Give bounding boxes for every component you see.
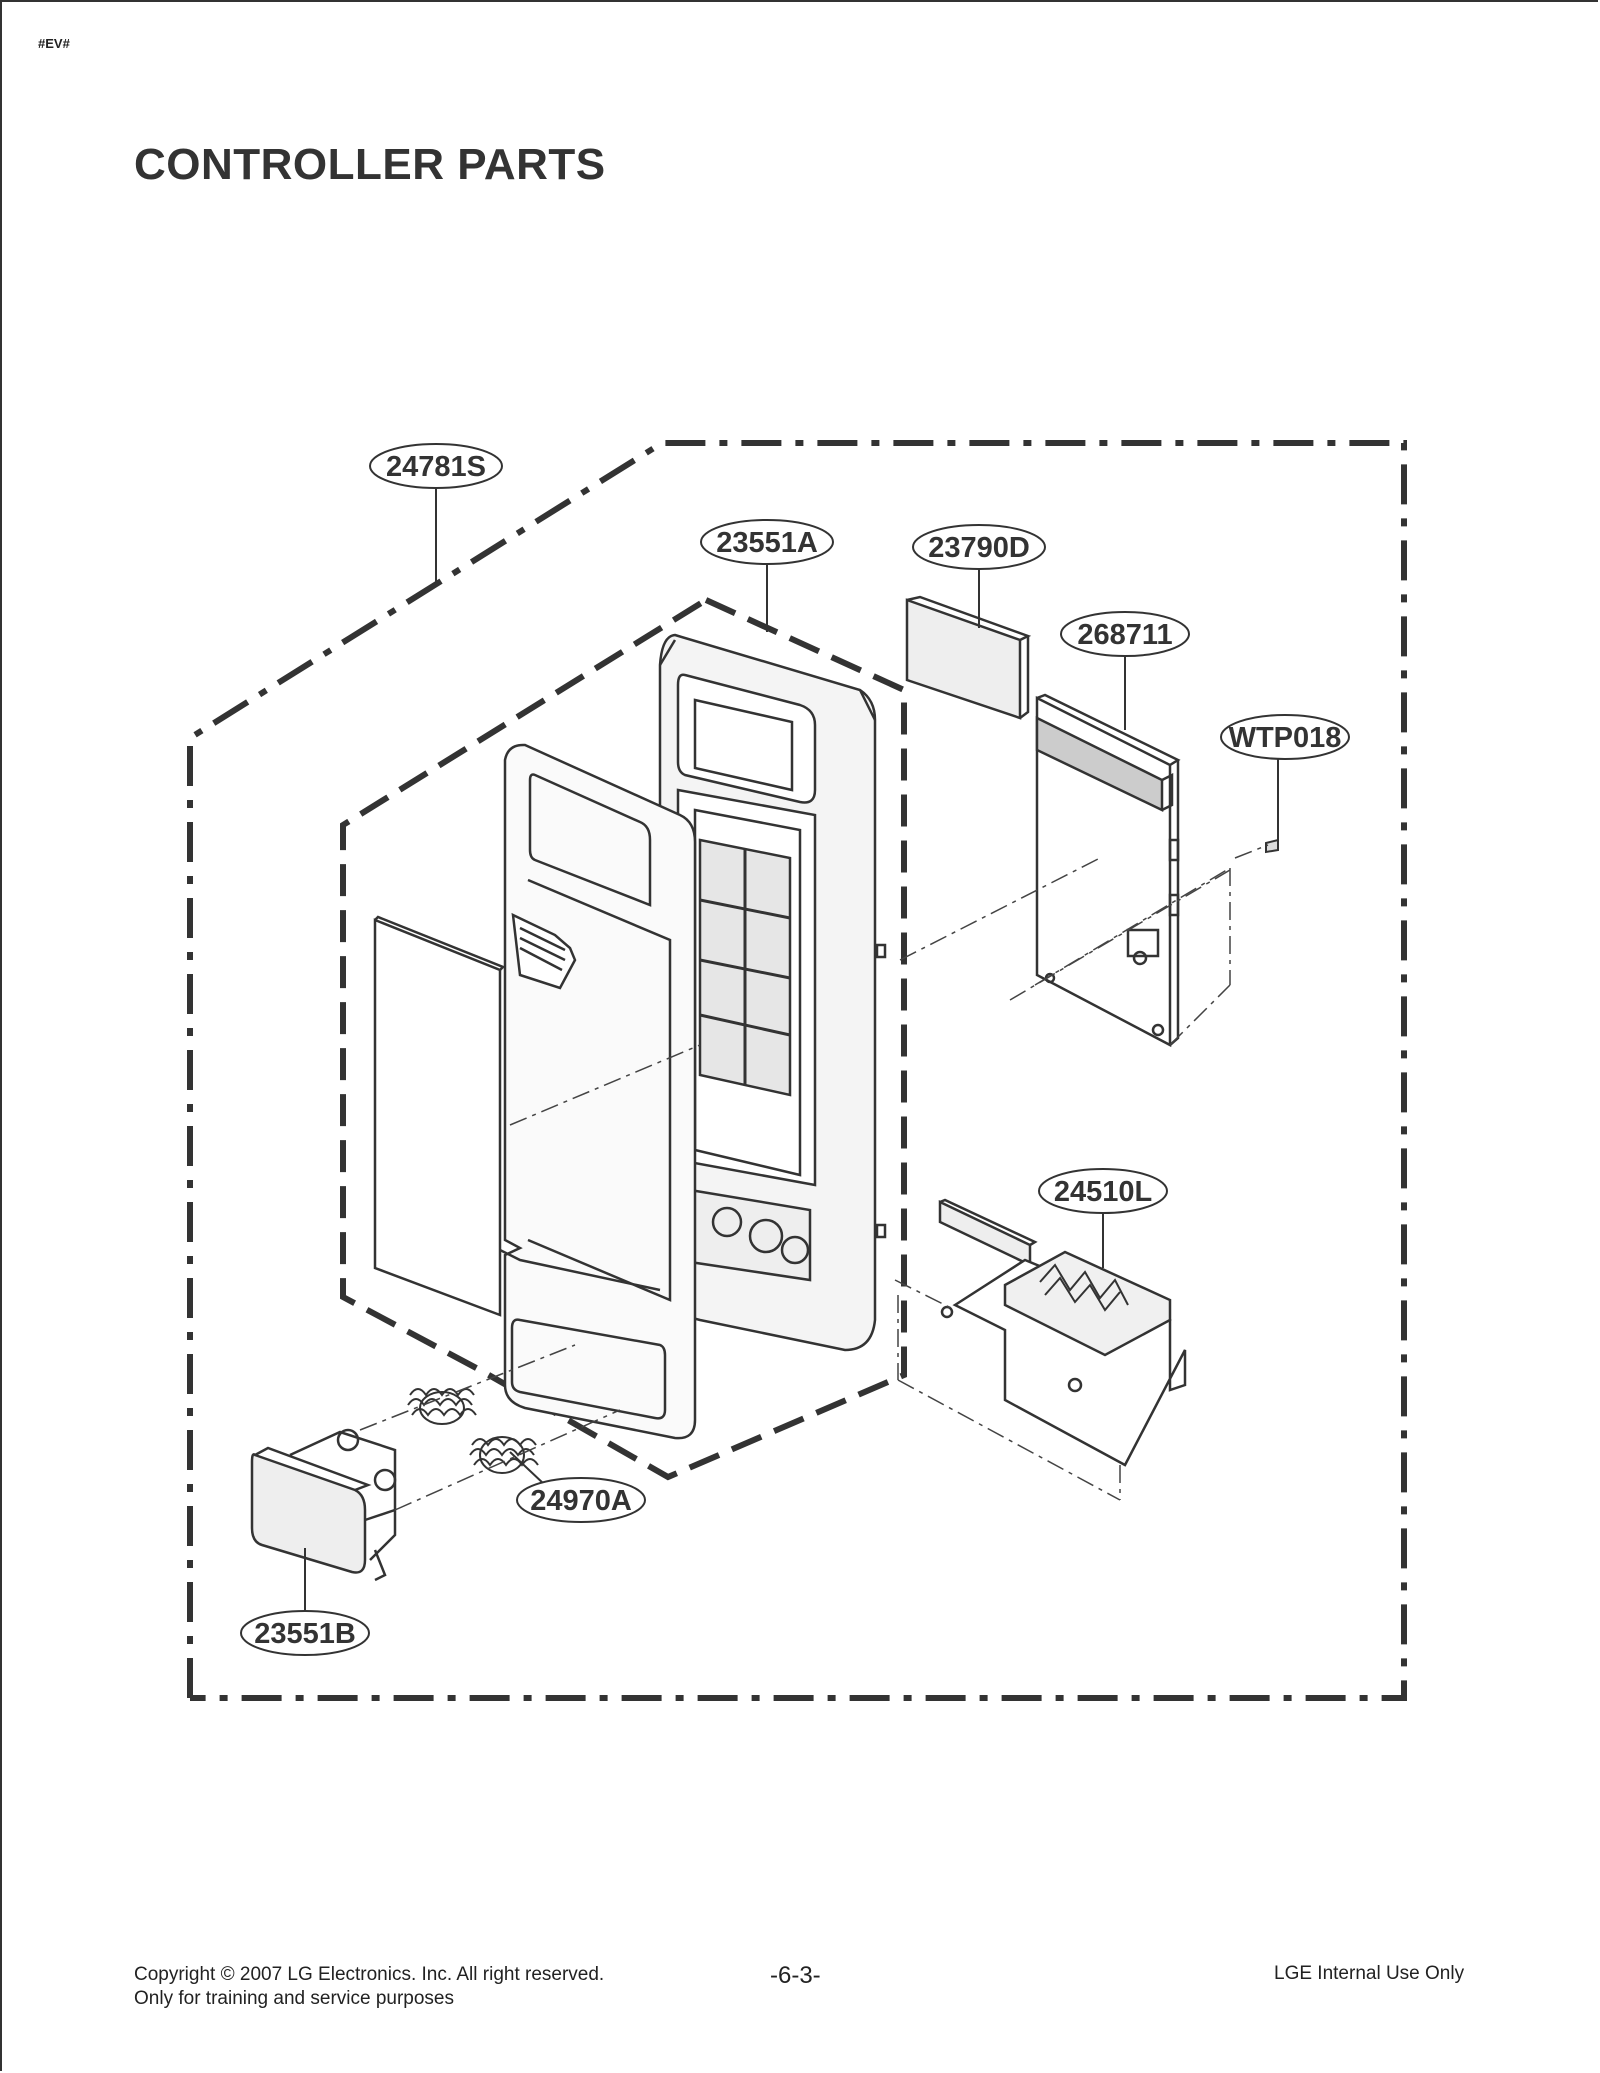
footer-copyright: Copyright © 2007 LG Electronics. Inc. Al…: [134, 1964, 605, 1985]
front-housing: [658, 633, 887, 1352]
callout-24510L: 24510L: [1054, 1176, 1152, 1208]
footer-purpose: Only for training and service purposes: [134, 1988, 454, 2009]
assembly-boundary: [187, 440, 1407, 1701]
callout-268711: 268711: [1077, 619, 1172, 651]
callout-24781S: 24781S: [386, 451, 486, 483]
assembly-guide-lines: [359, 844, 1269, 1511]
callout-23551B: 23551B: [254, 1618, 356, 1650]
page-title: CONTROLLER PARTS: [134, 140, 606, 189]
display-window: [905, 595, 1032, 720]
panel-boundary: [340, 597, 907, 1481]
leader-lines: [304, 486, 1279, 1610]
callout-WTP018: WTP018: [1229, 722, 1342, 754]
callout-23790D: 23790D: [928, 532, 1030, 564]
footer-copyright-block: Copyright © 2007 LG Electronics. Inc. Al…: [134, 1963, 604, 2011]
footer-internal: LGE Internal Use Only: [1274, 1963, 1465, 1984]
callout-ovals: [240, 443, 1350, 1656]
latch-lever: [938, 1198, 1187, 1467]
screw: [1265, 838, 1279, 854]
pcb-board: [1035, 693, 1181, 1048]
page-number: -6-3-: [770, 1962, 821, 1989]
callout-24970A: 24970A: [530, 1485, 632, 1517]
callout-23551A: 23551A: [716, 527, 818, 559]
membrane-keypad: [373, 912, 577, 1317]
front-overlay: [499, 743, 697, 1440]
door-button: [250, 1428, 397, 1582]
document-code: #EV#: [38, 36, 70, 51]
